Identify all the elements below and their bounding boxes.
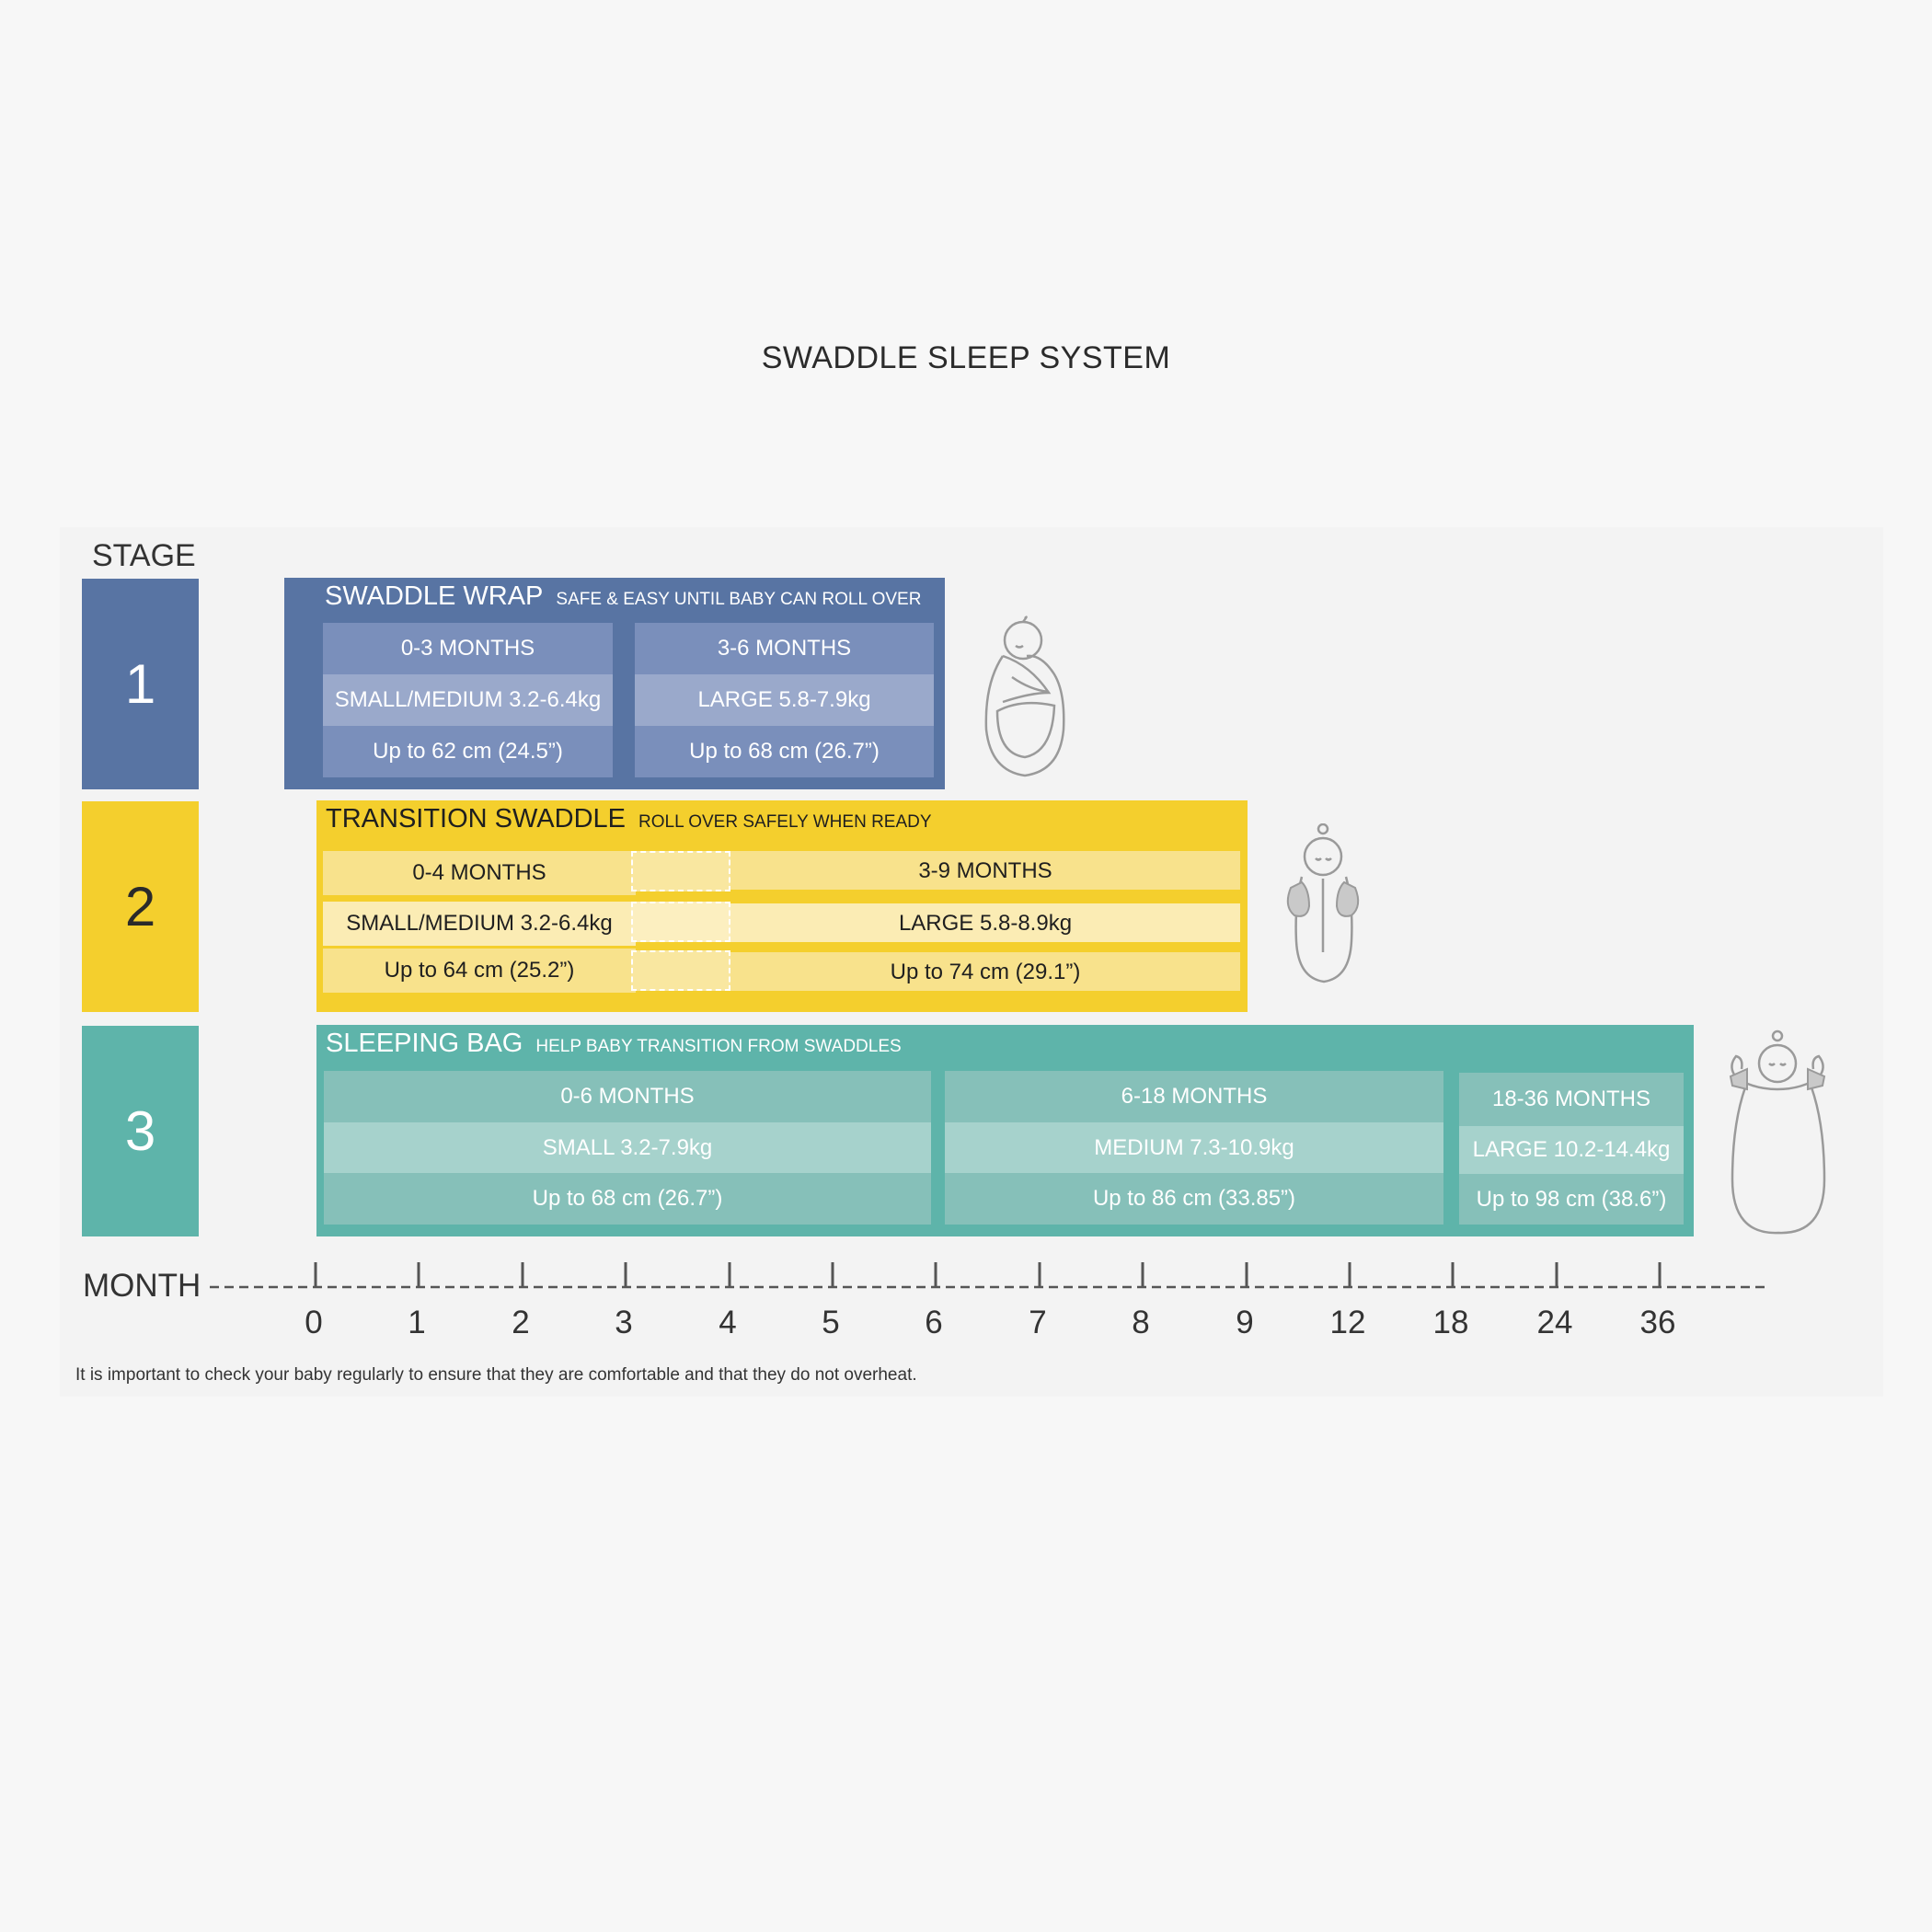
age-range: 0-6 MONTHS [324,1071,931,1122]
stage-2-number: 2 [124,876,156,937]
age-range: 0-4 MONTHS [323,851,636,895]
length-limit: Up to 68 cm (26.7”) [635,726,934,777]
length-limit: Up to 68 cm (26.7”) [324,1173,931,1225]
axis-tick-label: 3 [615,1305,633,1340]
transition-swaddle-band: TRANSITION SWADDLE ROLL OVER SAFELY WHEN… [316,800,1248,1012]
age-range: 0-3 MONTHS [323,623,613,674]
stage-3-number: 3 [124,1100,156,1162]
band-name: TRANSITION SWADDLE [326,804,627,834]
size-column: 18-36 MONTHS LARGE 10.2-14.4kg Up to 98 … [1459,1073,1684,1225]
axis-tick-label: 1 [408,1305,426,1340]
size-column: 0-3 MONTHS SMALL/MEDIUM 3.2-6.4kg Up to … [323,623,613,777]
axis-tick-label: 5 [822,1305,840,1340]
age-range: 3-9 MONTHS [918,858,1052,883]
month-axis [210,1262,1768,1289]
overlap-zone [631,851,730,991]
swaddle-wrap-baby-icon [984,615,1065,777]
size-column: 0-4 MONTHS SMALL/MEDIUM 3.2-6.4kg Up to … [323,851,636,993]
age-range: 18-36 MONTHS [1459,1073,1684,1126]
age-range: 3-6 MONTHS [635,623,934,674]
weight-range: LARGE 10.2-14.4kg [1459,1126,1684,1174]
band-title: SLEEPING BAG HELP BABY TRANSITION FROM S… [326,1029,902,1059]
axis-tick-label: 36 [1639,1305,1676,1340]
page-title: SWADDLE SLEEP SYSTEM [761,340,1171,375]
band-name: SLEEPING BAG [326,1029,523,1058]
axis-tick-label: 2 [512,1305,530,1340]
length-limit: Up to 74 cm (29.1”) [890,960,1081,984]
month-axis-label: MONTH [83,1268,201,1304]
overlap-dash-box [631,902,730,942]
size-column: 6-18 MONTHS MEDIUM 7.3-10.9kg Up to 86 c… [945,1071,1443,1225]
axis-tick-label: 0 [305,1305,323,1340]
overlap-dash-box [631,950,730,991]
axis-tick-label: 24 [1536,1305,1573,1340]
weight-range: MEDIUM 7.3-10.9kg [945,1122,1443,1173]
axis-tick-label: 4 [719,1305,737,1340]
weight-range: LARGE 5.8-7.9kg [635,674,934,726]
axis-tick-label: 7 [1029,1305,1047,1340]
axis-tick-label: 9 [1236,1305,1254,1340]
size-2-background [730,851,1240,890]
band-subtitle: ROLL OVER SAFELY WHEN READY [638,812,932,832]
stage-1-number: 1 [124,653,156,715]
axis-tick-label: 12 [1329,1305,1366,1340]
stage-2-badge: 2 [82,801,199,1012]
axis-tick-label: 18 [1432,1305,1469,1340]
footnote: It is important to check your baby regul… [75,1365,917,1385]
size-column: 0-6 MONTHS SMALL 3.2-7.9kg Up to 68 cm (… [324,1071,931,1225]
stage-heading: STAGE [92,538,196,573]
size-column: 3-6 MONTHS LARGE 5.8-7.9kg Up to 68 cm (… [635,623,934,777]
stage-3-badge: 3 [82,1026,199,1236]
weight-range: SMALL 3.2-7.9kg [324,1122,931,1173]
length-limit: Up to 62 cm (24.5”) [323,726,613,777]
axis-tick-label: 6 [925,1305,943,1340]
stage-1-badge: 1 [82,579,199,789]
band-title: TRANSITION SWADDLE ROLL OVER SAFELY WHEN… [326,804,932,834]
band-name: SWADDLE WRAP [325,581,544,611]
transition-swaddle-baby-icon [1286,823,1360,983]
length-limit: Up to 98 cm (38.6”) [1459,1174,1684,1225]
sleeping-bag-band: SLEEPING BAG HELP BABY TRANSITION FROM S… [316,1025,1694,1236]
band-subtitle: SAFE & EASY UNTIL BABY CAN ROLL OVER [556,590,922,609]
length-limit: Up to 86 cm (33.85”) [945,1173,1443,1225]
band-subtitle: HELP BABY TRANSITION FROM SWADDLES [535,1037,902,1056]
sleeping-bag-baby-icon [1729,1029,1826,1235]
overlap-dash-box [631,851,730,891]
weight-range: LARGE 5.8-8.9kg [898,911,1073,936]
band-title: SWADDLE WRAP SAFE & EASY UNTIL BABY CAN … [325,581,921,612]
weight-range: SMALL/MEDIUM 3.2-6.4kg [323,902,636,946]
length-limit: Up to 64 cm (25.2”) [323,949,636,993]
size-2-background [730,903,1240,942]
swaddle-wrap-band: SWADDLE WRAP SAFE & EASY UNTIL BABY CAN … [284,578,945,789]
weight-range: SMALL/MEDIUM 3.2-6.4kg [323,674,613,726]
age-range: 6-18 MONTHS [945,1071,1443,1122]
axis-tick-label: 8 [1132,1305,1150,1340]
size-2-background [730,952,1240,991]
size-column: 3-9 MONTHS LARGE 5.8-8.9kg Up to 74 cm (… [730,851,1240,991]
